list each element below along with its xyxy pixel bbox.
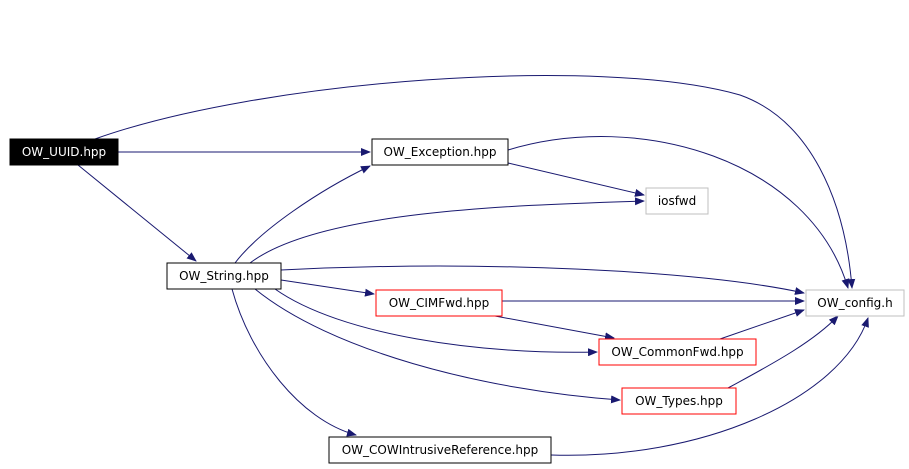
node-label: OW_UUID.hpp [22, 145, 106, 159]
edge-string-to-types [254, 288, 621, 404]
node-box [375, 289, 503, 317]
edge-exception-to-iosfwd [507, 162, 645, 197]
edges [77, 75, 869, 456]
edge-string-to-cowref [231, 288, 357, 437]
node-iosfwd[interactable]: iosfwd [645, 187, 709, 215]
node-commonfwd[interactable]: OW_CommonFwd.hpp [598, 338, 757, 366]
node-box [598, 338, 757, 366]
node-box [621, 387, 737, 415]
node-box [371, 138, 509, 166]
node-cimfwd[interactable]: OW_CIMFwd.hpp [375, 289, 503, 317]
node-label: OW_CommonFwd.hpp [611, 345, 743, 359]
edge-commonfwd-to-config [719, 309, 805, 340]
edge-cimfwd-to-commonfwd [494, 315, 615, 341]
nodes: OW_UUID.hpp OW_Exception.hppiosfwdOW_Stri… [9, 138, 905, 464]
edge-string-to-cimfwd [280, 279, 375, 297]
edge-string-to-commonfwd [274, 288, 598, 357]
node-label: OW_CIMFwd.hpp [389, 296, 490, 310]
node-label: OW_COWIntrusiveReference.hpp [342, 443, 539, 457]
node-label: OW_String.hpp [179, 269, 269, 283]
edge-string-to-config [280, 265, 805, 295]
node-label: OW_config.h [817, 296, 892, 310]
node-config[interactable]: OW_config.h [805, 289, 905, 317]
edge-exception-to-config [507, 136, 850, 289]
edge-string-to-iosfwd [249, 197, 645, 264]
node-cowref[interactable]: OW_COWIntrusiveReference.hpp [328, 436, 552, 464]
edge-cowref-to-config [550, 317, 869, 456]
node-uuid[interactable]: OW_UUID.hpp [9, 138, 119, 166]
node-label: OW_Exception.hpp [383, 145, 496, 159]
node-string[interactable]: OW_String.hpp [166, 262, 282, 290]
node-label: OW_Types.hpp [635, 394, 723, 408]
node-box [9, 138, 119, 166]
edge-uuid-to-string [77, 164, 197, 262]
node-label: iosfwd [658, 194, 696, 208]
node-exception[interactable]: OW_Exception.hpp [371, 138, 509, 166]
node-box [805, 289, 905, 317]
edge-string-to-exception [234, 165, 371, 264]
node-box [328, 436, 552, 464]
node-box [645, 187, 709, 215]
node-box [166, 262, 282, 290]
edge-uuid-to-config [94, 75, 856, 289]
edge-types-to-config [727, 315, 839, 389]
node-types[interactable]: OW_Types.hpp [621, 387, 737, 415]
